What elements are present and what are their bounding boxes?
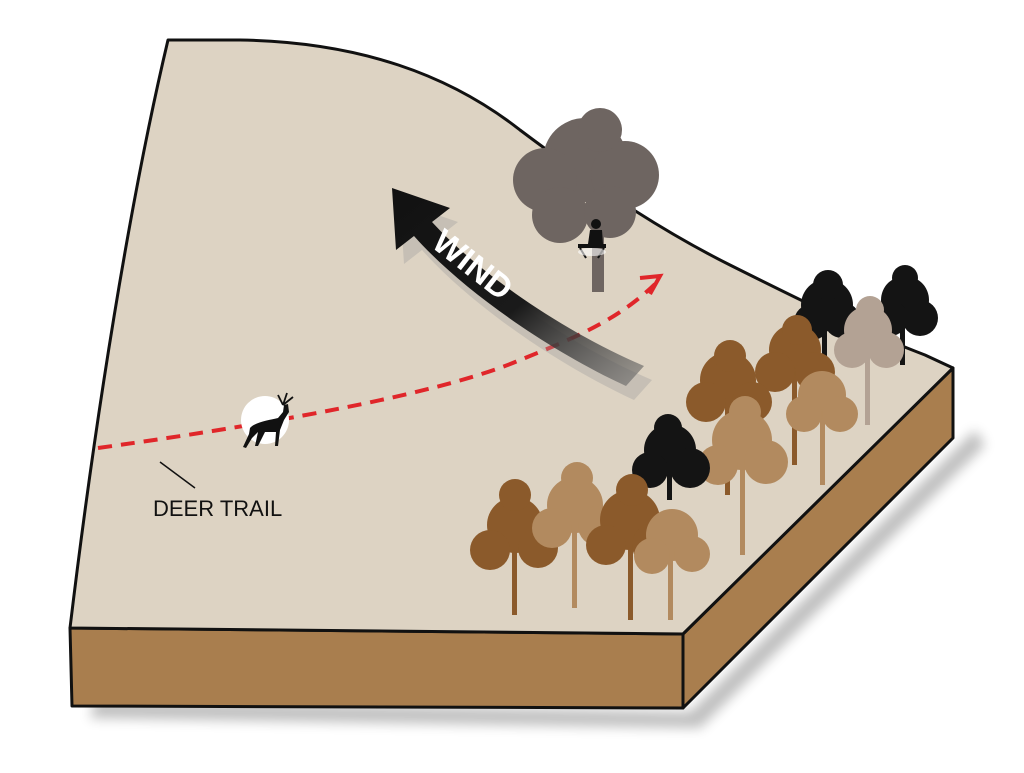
tree-tan-1: [786, 371, 858, 485]
tree-stand-hunter-icon: [578, 219, 606, 259]
trail-label-leader: [159, 461, 196, 489]
tree-taupe-1: [834, 296, 904, 425]
tree-dark-3: [632, 414, 710, 500]
deer-trail-label: DEER TRAIL: [153, 496, 282, 521]
hillside-surface: [68, 38, 955, 636]
tree-tan-3: [532, 462, 618, 608]
tree-line: [470, 265, 938, 620]
deer-trail-path: [97, 282, 657, 450]
ground-front-face: [68, 626, 685, 710]
ground-shadow: [90, 430, 985, 728]
deer-icon: [241, 392, 294, 448]
deer-trail-arrowhead: [639, 273, 664, 295]
tree-tan-4: [634, 509, 710, 620]
